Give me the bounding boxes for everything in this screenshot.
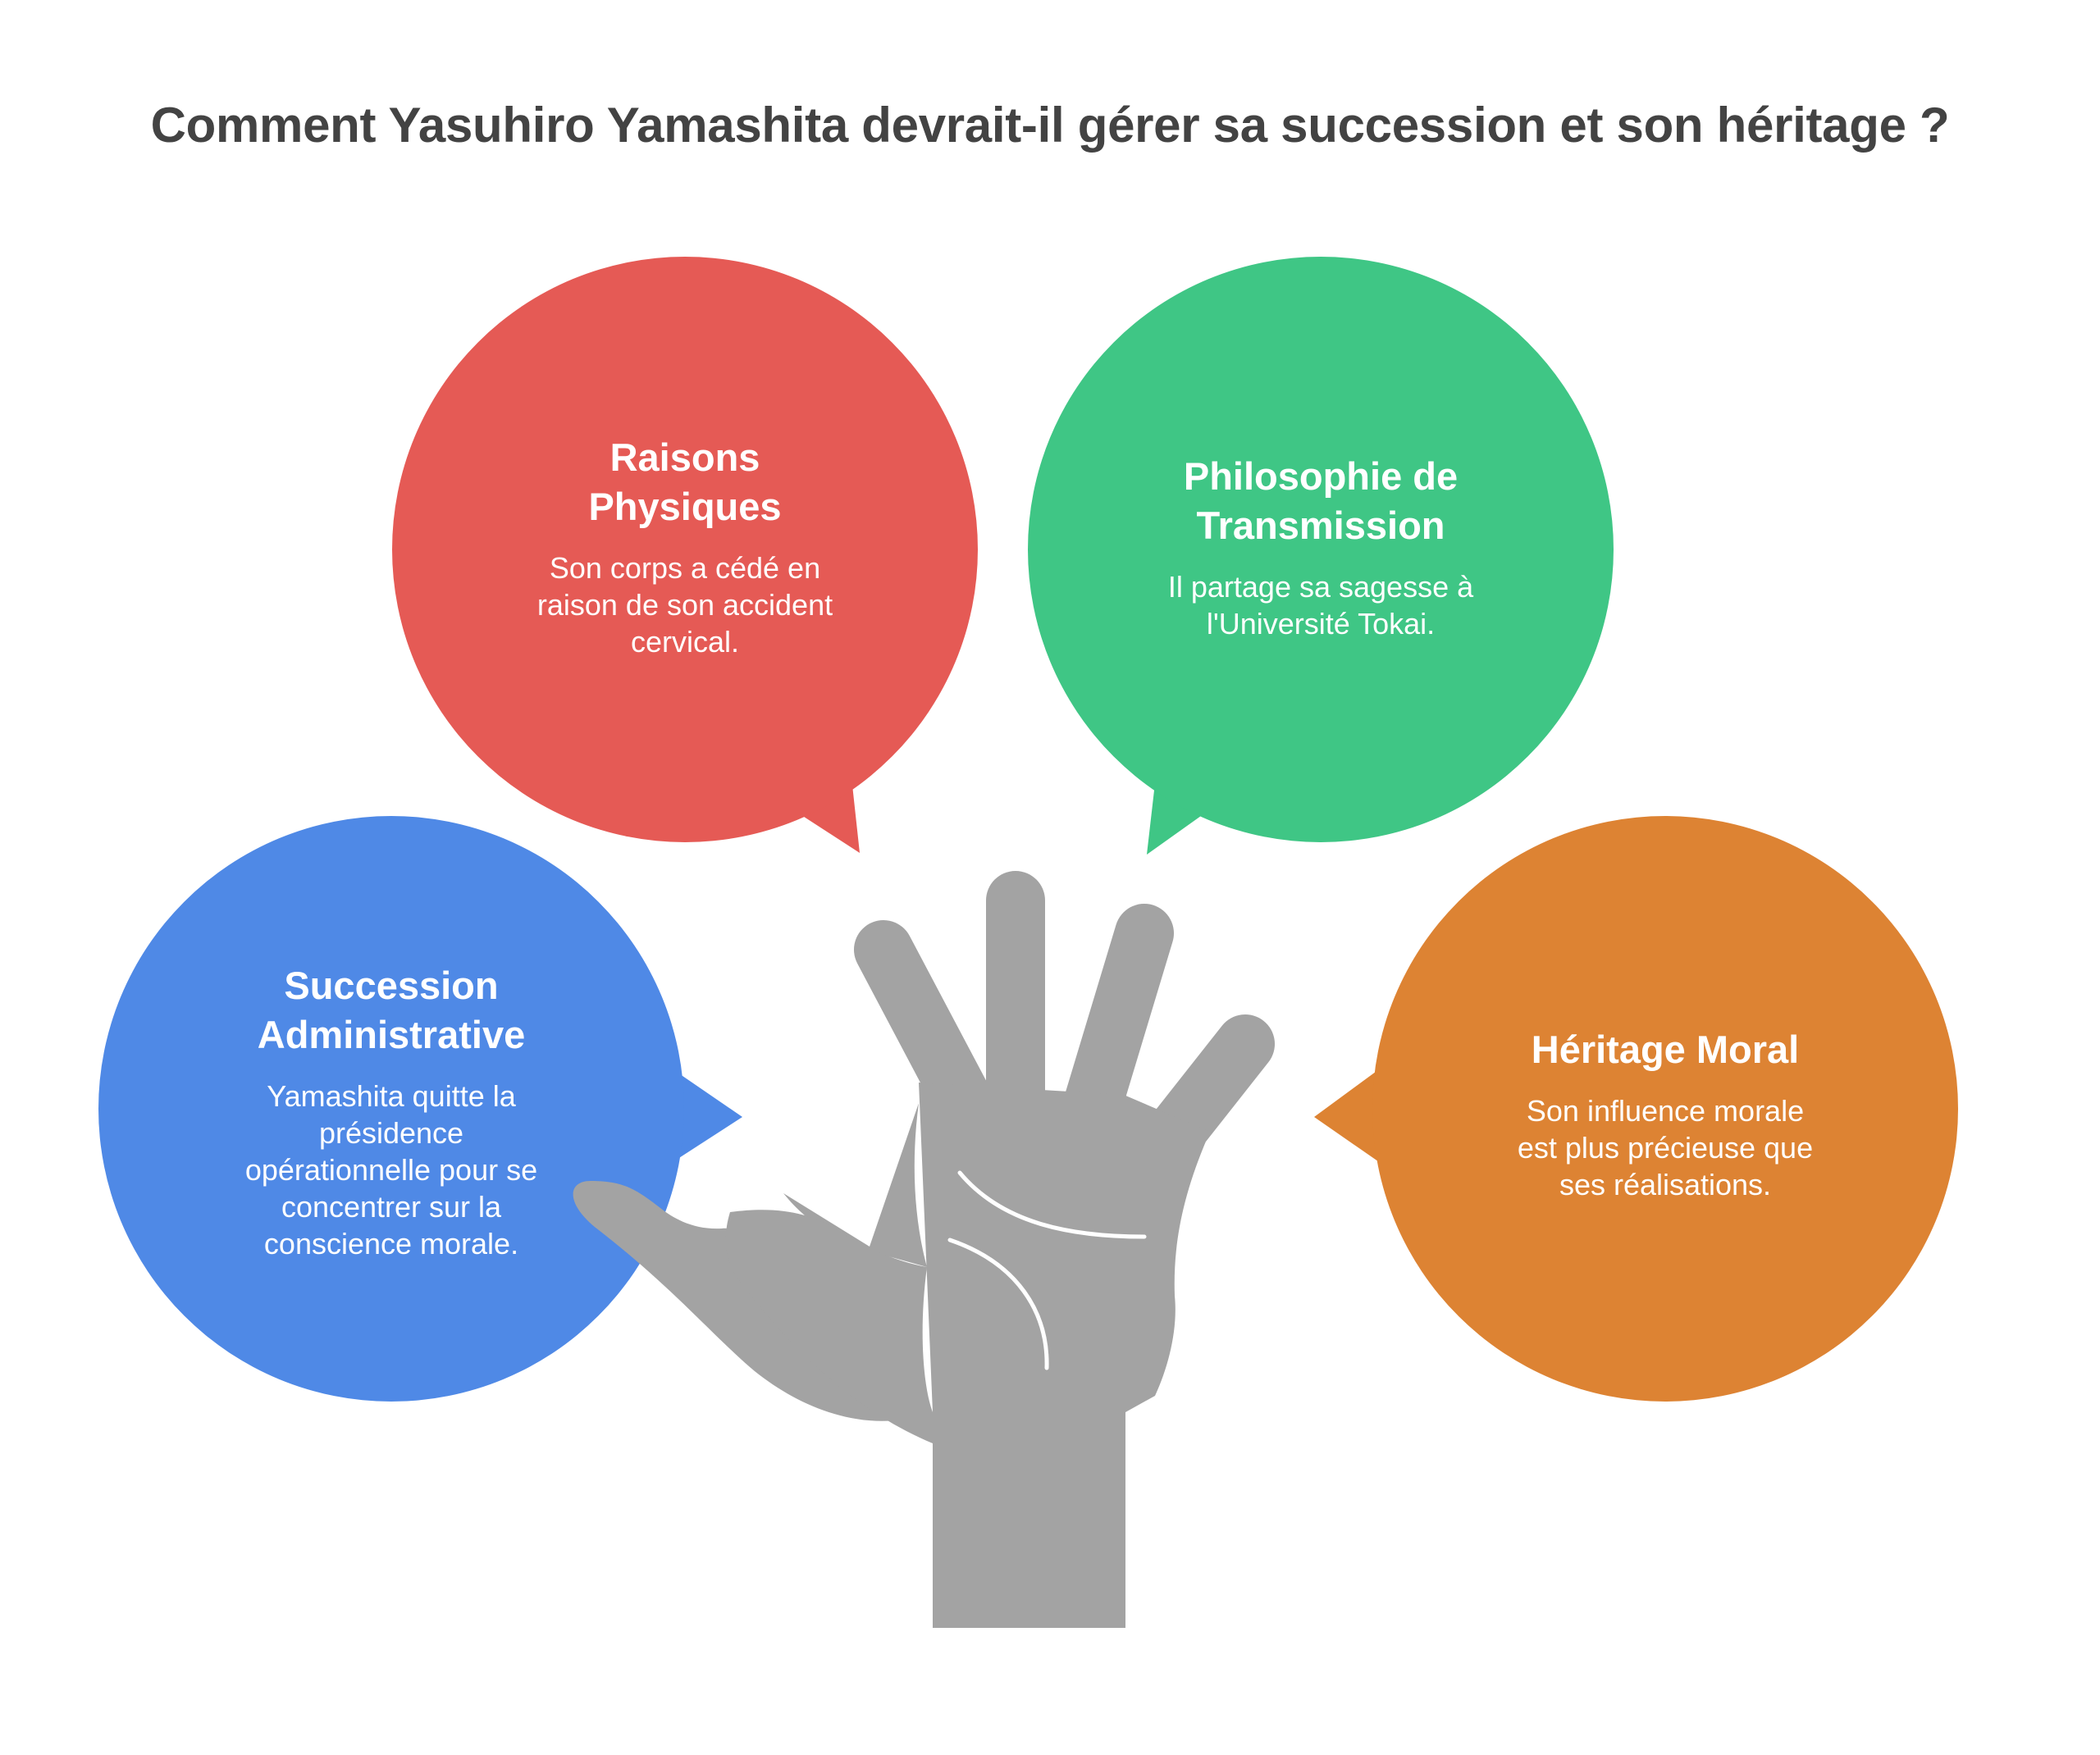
bubble-physical-title: Raisons Physiques <box>588 435 782 528</box>
bubble-philosophy-text: Philosophie de Transmission Il partage s… <box>1136 452 1505 642</box>
hand-illustration <box>573 871 1275 1628</box>
bubble-administrative-title: Succession Administrative <box>257 964 526 1056</box>
hand-palm-line-bottom <box>947 1238 1049 1370</box>
bubble-moral-title: Héritage Moral <box>1531 1028 1800 1071</box>
hand-ring-finger <box>1057 904 1174 1153</box>
page-title: Comment Yasuhiro Yamashita devrait-il gé… <box>150 98 1950 153</box>
bubble-moral-circle <box>1372 816 1958 1402</box>
bubble-physical-circle <box>392 257 978 842</box>
bubble-administrative-circle <box>98 816 684 1402</box>
bubble-moral-text: Héritage Moral Son influence morale est … <box>1493 1025 1838 1203</box>
bubble-philosophy-circle <box>1028 257 1614 842</box>
bubble-physical-desc: Son corps a cédé en raison de son accide… <box>536 551 833 659</box>
hand-palm <box>573 1083 1210 1628</box>
bubble-philosophy-title: Philosophie de Transmission <box>1183 454 1459 547</box>
bubble-physical-text: Raisons Physiques Son corps a cédé en ra… <box>513 433 857 660</box>
bubble-philosophy <box>1028 257 1614 855</box>
hand-palm-line-top <box>957 1170 1147 1239</box>
bubble-philosophy-desc: Il partage sa sagesse à l'Université Tok… <box>1167 570 1474 640</box>
bubble-physical <box>392 257 978 853</box>
hand-thumb-base <box>725 1210 933 1443</box>
bubble-moral <box>1314 816 1958 1402</box>
bubble-administrative-desc: Yamashita quitte la présidence opération… <box>244 1079 538 1260</box>
bubble-administrative-text: Succession Administrative Yamashita quit… <box>223 961 559 1262</box>
bubble-moral-desc: Son influence morale est plus précieuse … <box>1517 1094 1814 1201</box>
bubble-administrative <box>98 816 742 1402</box>
